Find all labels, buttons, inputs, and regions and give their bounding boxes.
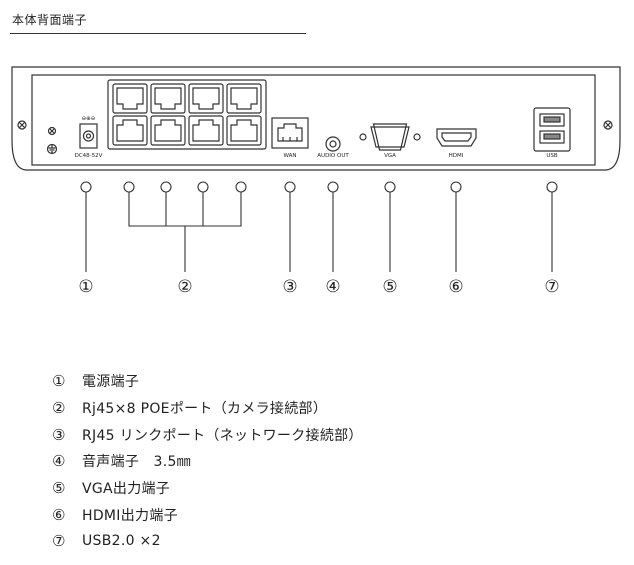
- legend-item: ③ RJ45 リンクポート（ネットワーク接続部）: [52, 421, 363, 448]
- legend-item: ⑦ USB2.0 ×2: [52, 528, 363, 555]
- inner-panel: [31, 74, 596, 166]
- poe-rj45-port: [226, 83, 262, 114]
- legend-text: RJ45 リンクポート（ネットワーク接続部）: [82, 427, 363, 444]
- legend-number: ①: [52, 372, 66, 391]
- poe-rj45-port: [112, 115, 148, 146]
- callout-6: ⑥: [448, 277, 463, 297]
- poe-rj45-port: [150, 115, 186, 146]
- wan-port: [271, 117, 309, 149]
- chassis-outline: [11, 66, 621, 171]
- hdmi-port: [436, 128, 477, 147]
- poe-rj45-port: [188, 115, 224, 146]
- ground-icon: [46, 143, 58, 155]
- legend-number: ④: [52, 452, 66, 471]
- callout-7: ⑦: [544, 277, 559, 297]
- callout-4: ④: [325, 277, 340, 297]
- vga-port: [359, 123, 421, 151]
- leader-audio: [327, 181, 339, 272]
- dc-power-jack: [79, 123, 98, 149]
- usb-label: USB: [546, 153, 558, 159]
- poe-rj45-port: [150, 83, 186, 114]
- wan-label: WAN: [283, 153, 296, 159]
- audio-out-label: AUDIO OUT: [317, 153, 349, 159]
- vga-label: VGA: [384, 153, 396, 159]
- poe-rj45-port: [112, 83, 148, 114]
- legend-number: ②: [52, 399, 66, 418]
- leader-poe: [123, 181, 247, 272]
- leader-vga: [384, 181, 396, 272]
- hdmi-label: HDMI: [449, 153, 464, 159]
- legend-text: 音声端子 3.5㎜: [82, 454, 191, 471]
- poe-port-block: [107, 79, 267, 150]
- legend-item: ④ 音声端子 3.5㎜: [52, 448, 363, 475]
- left-screw-icon: [17, 120, 27, 130]
- ground-screw-icon: [47, 126, 57, 136]
- dc-voltage-label: DC48-52V: [75, 153, 103, 159]
- callout-3: ③: [282, 277, 297, 297]
- legend-text: USB2.0 ×2: [82, 533, 161, 550]
- dc-polarity-label: ⊖⊕⊖: [82, 116, 96, 122]
- title-underline: [10, 33, 306, 34]
- leader-power: [80, 181, 92, 272]
- rear-panel-diagram: ⊖⊕⊖ DC48-52V WAN AUDIO OUT VGA HDMI USB: [11, 66, 621, 297]
- legend-number: ⑤: [52, 479, 66, 498]
- legend-number: ③: [52, 425, 66, 444]
- right-screw-icon: [603, 120, 613, 130]
- legend-item: ① 電源端子: [52, 368, 363, 395]
- leader-hdmi: [450, 181, 462, 272]
- port-legend: ① 電源端子 ② Rj45×8 POEポート（カメラ接続部） ③ RJ45 リン…: [52, 368, 363, 555]
- legend-number: ⑥: [52, 505, 66, 524]
- callout-1: ①: [78, 277, 93, 297]
- page-title: 本体背面端子: [12, 13, 88, 27]
- callout-2: ②: [177, 277, 192, 297]
- leader-usb: [546, 181, 558, 272]
- legend-text: HDMI出力端子: [82, 507, 178, 524]
- callout-5: ⑤: [382, 277, 397, 297]
- legend-number: ⑦: [52, 532, 66, 551]
- legend-text: 電源端子: [82, 374, 140, 391]
- poe-rj45-port: [226, 115, 262, 146]
- poe-rj45-port: [188, 83, 224, 114]
- legend-text: VGA出力端子: [82, 481, 171, 498]
- usb-ports: [533, 107, 571, 152]
- legend-item: ⑤ VGA出力端子: [52, 475, 363, 502]
- legend-item: ② Rj45×8 POEポート（カメラ接続部）: [52, 395, 363, 422]
- leader-wan: [284, 181, 296, 272]
- legend-text: Rj45×8 POEポート（カメラ接続部）: [82, 401, 328, 418]
- legend-item: ⑥ HDMI出力端子: [52, 501, 363, 528]
- audio-out-jack: [325, 136, 341, 152]
